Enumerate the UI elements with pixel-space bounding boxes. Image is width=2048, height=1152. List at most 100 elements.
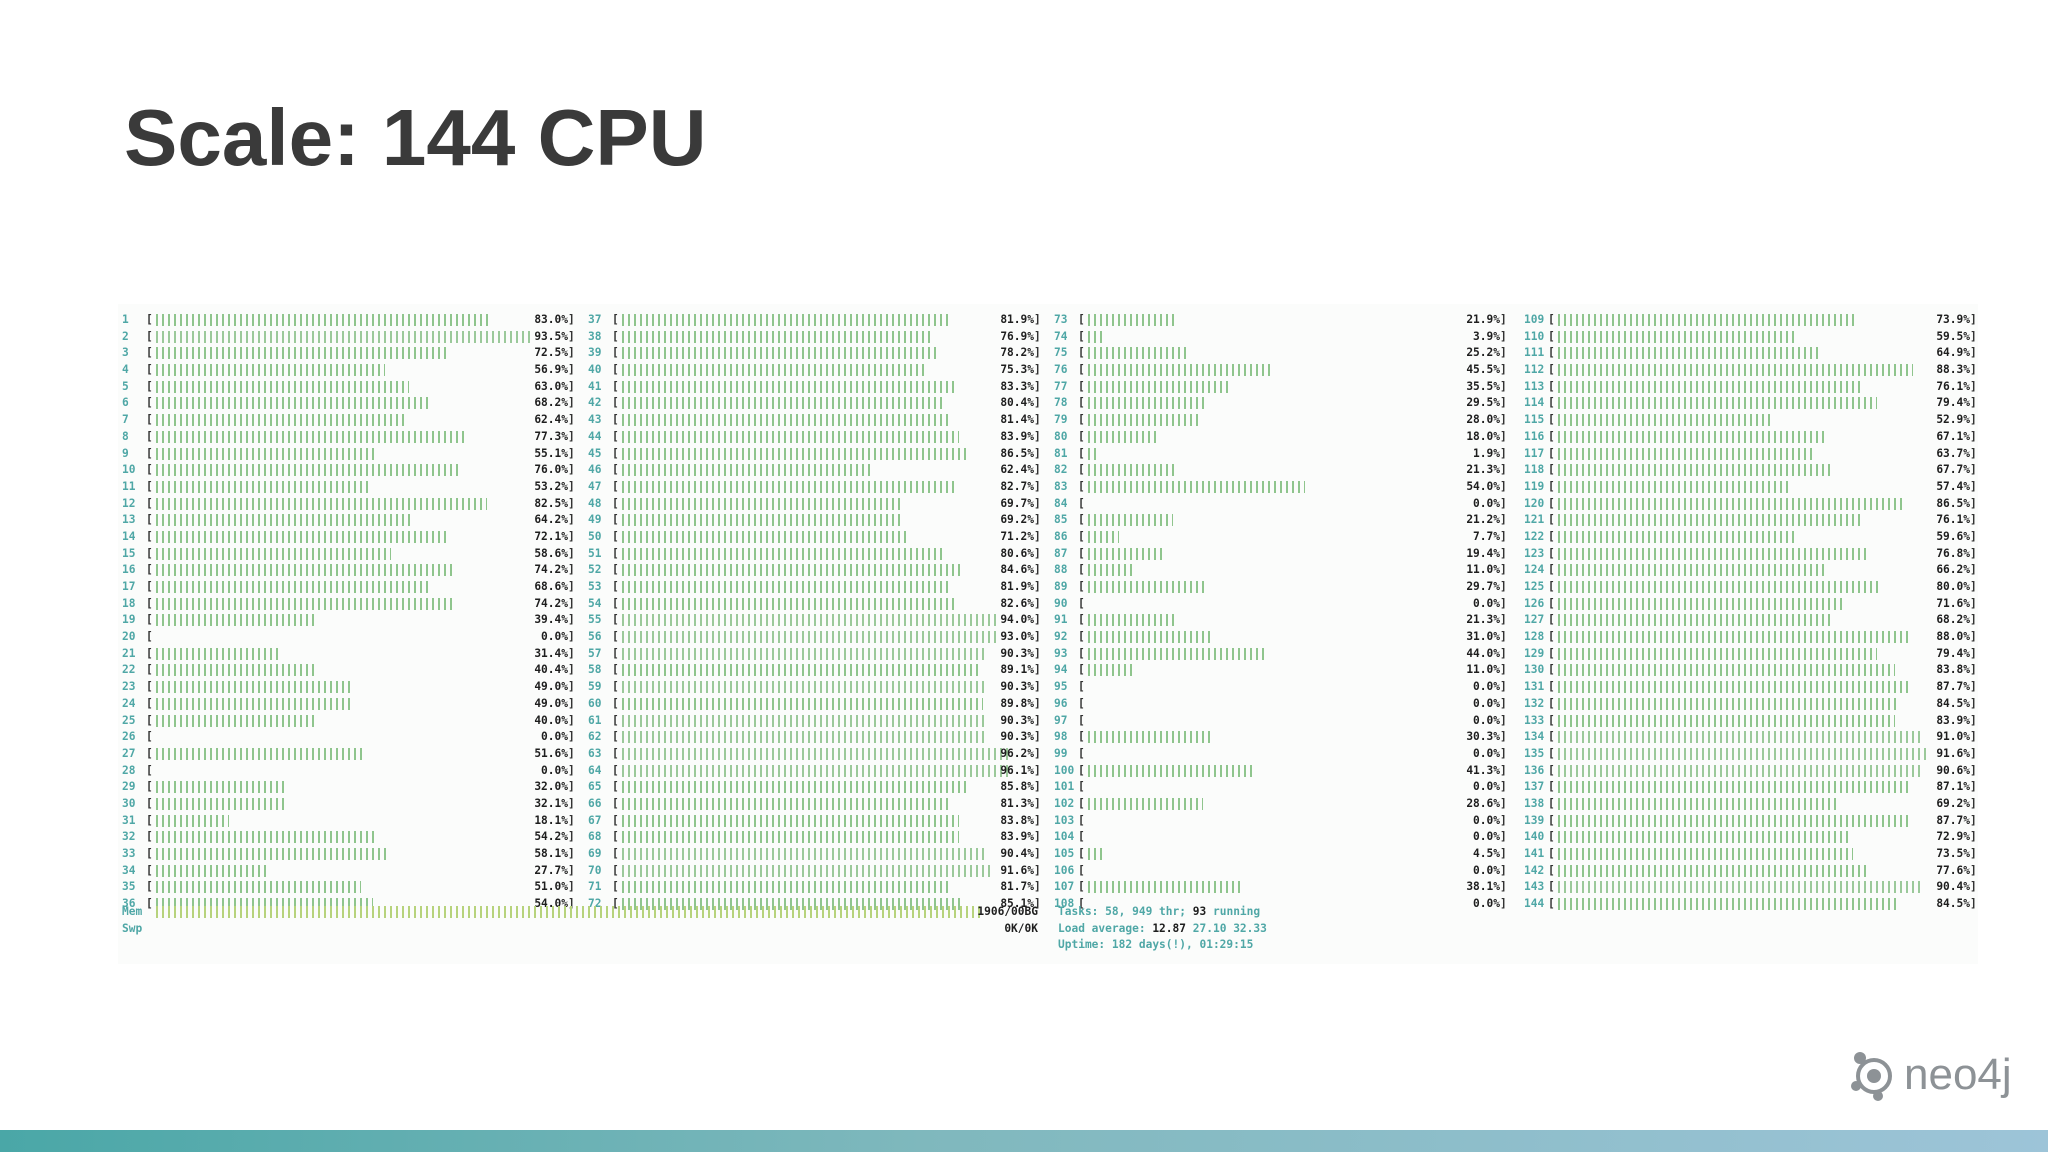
cpu-bar-fill [622,364,925,377]
cpu-bracket-open: [ [146,513,153,527]
cpu-bracket-close: ] [1970,680,1977,694]
cpu-meter-row: 80[18.0%] [1054,429,1508,446]
cpu-bar-fill [622,814,959,827]
cpu-bracket-open: [ [1548,563,1555,577]
cpu-column-2: 37[81.9%]38[76.9%]39[78.2%]40[75.3%]41[8… [588,312,1042,913]
cpu-bar-fill [1558,330,1798,343]
cpu-percentage: 32.0% [534,780,568,794]
cpu-meter-row: 109[73.9%] [1524,312,1978,329]
cpu-bracket-open: [ [146,847,153,860]
cpu-percentage: 82.5% [534,496,568,510]
running-count: 93 [1192,905,1207,918]
cpu-meter-row: 45[86.5%] [588,446,1042,463]
cpu-bracket-open: [ [1078,696,1085,710]
cpu-bracket-close: ] [1500,379,1507,393]
cpu-bracket-open: [ [146,546,153,560]
cpu-bracket-close: ] [568,780,575,794]
swap-bar-track [156,923,992,935]
cpu-meter-row: 89[29.7%] [1054,579,1508,596]
cpu-percentage: 68.2% [1936,613,1970,627]
cpu-number: 44 [588,429,602,443]
cpu-bar-track [622,881,1032,894]
cpu-meter-row: 88[11.0%] [1054,562,1508,579]
cpu-bracket-open: [ [1078,897,1085,911]
cpu-number: 130 [1524,663,1545,677]
cpu-bracket-close: ] [1500,613,1507,627]
slide-title: Scale: 144 CPU [124,93,707,182]
cpu-bar-fill [1558,764,1923,777]
cpu-bar-track [156,530,566,543]
cpu-percentage: 68.6% [534,580,568,593]
cpu-number: 4 [122,363,129,377]
cpu-meter-row: 95[0.0%] [1054,679,1508,696]
cpu-number: 26 [122,730,136,744]
cpu-bar-fill [622,564,962,577]
cpu-bracket-close: ] [1034,863,1041,877]
cpu-meter-row: 62[90.3%] [588,729,1042,746]
cpu-percentage: 64.2% [534,513,568,527]
cpu-bracket-close: ] [568,446,575,460]
cpu-bar-fill [156,480,370,493]
cpu-bar-track [1558,881,1968,894]
cpu-bracket-close: ] [1034,830,1041,844]
cpu-bracket-open: [ [1548,613,1555,627]
cpu-number: 21 [122,646,136,660]
cpu-number: 23 [122,680,136,694]
cpu-bar-track [1558,714,1968,727]
cpu-bar-fill [156,547,392,560]
cpu-bar-track [1558,631,1968,644]
cpu-meter-row: 129[79.4%] [1524,646,1978,663]
cpu-bar-fill [622,864,991,877]
cpu-percentage: 7.7% [1473,529,1500,543]
cpu-bar-fill [1558,497,1906,510]
cpu-bar-track [1088,314,1498,326]
cpu-bar-track [1088,347,1498,360]
cpu-bracket-open: [ [1548,663,1555,677]
cpu-meter-row: 119[57.4%] [1524,479,1978,496]
cpu-bar-fill [622,497,903,510]
cpu-meter-row: 58[89.1%] [588,662,1042,679]
cpu-bracket-close: ] [1500,813,1507,827]
cpu-meter-row: 3[72.5%] [122,345,576,362]
cpu-bracket-close: ] [1500,696,1507,710]
cpu-percentage: 77.6% [1936,863,1970,877]
cpu-meter-row: 4[56.9%] [122,362,576,379]
cpu-percentage: 76.8% [1936,546,1970,560]
cpu-bar-fill [1558,898,1898,911]
cpu-number: 116 [1524,429,1545,443]
cpu-bar-fill [622,848,986,860]
neo4j-logo: neo4j [1846,1046,2012,1106]
cpu-bracket-close: ] [1500,796,1507,810]
cpu-percentage: 86.5% [1936,496,1970,510]
cpu-bracket-open: [ [146,746,153,760]
cpu-bracket-open: [ [612,546,619,560]
cpu-bracket-close: ] [1500,329,1507,343]
cpu-bracket-open: [ [1078,596,1085,610]
cpu-bar-fill [156,714,317,727]
cpu-bar-fill [1088,330,1104,343]
cpu-percentage: 0.0% [1473,830,1500,844]
cpu-bar-fill [1558,631,1912,644]
cpu-meter-row: 11[53.2%] [122,479,576,496]
cpu-bar-fill [1558,681,1911,694]
cpu-number: 71 [588,880,602,894]
cpu-number: 2 [122,329,129,343]
cpu-meter-row: 30[32.1%] [122,796,576,813]
cpu-bar-track [156,597,566,610]
cpu-bracket-close: ] [1500,446,1507,460]
cpu-meter-row: 56[93.0%] [588,629,1042,646]
cpu-percentage: 83.8% [1000,813,1034,827]
cpu-bracket-close: ] [568,696,575,710]
cpu-meter-row: 113[76.1%] [1524,379,1978,396]
cpu-bar-track [1558,547,1968,560]
cpu-bar-fill [1088,380,1231,393]
cpu-bracket-close: ] [1970,863,1977,877]
cpu-number: 76 [1054,363,1068,377]
cpu-bar-fill [1558,581,1880,593]
cpu-bar-track [1088,380,1498,393]
cpu-bar-fill [1088,797,1203,810]
cpu-percentage: 49.0% [534,696,568,710]
cpu-number: 16 [122,563,136,577]
cpu-percentage: 21.3% [1466,613,1500,627]
cpu-percentage: 27.7% [534,863,568,877]
